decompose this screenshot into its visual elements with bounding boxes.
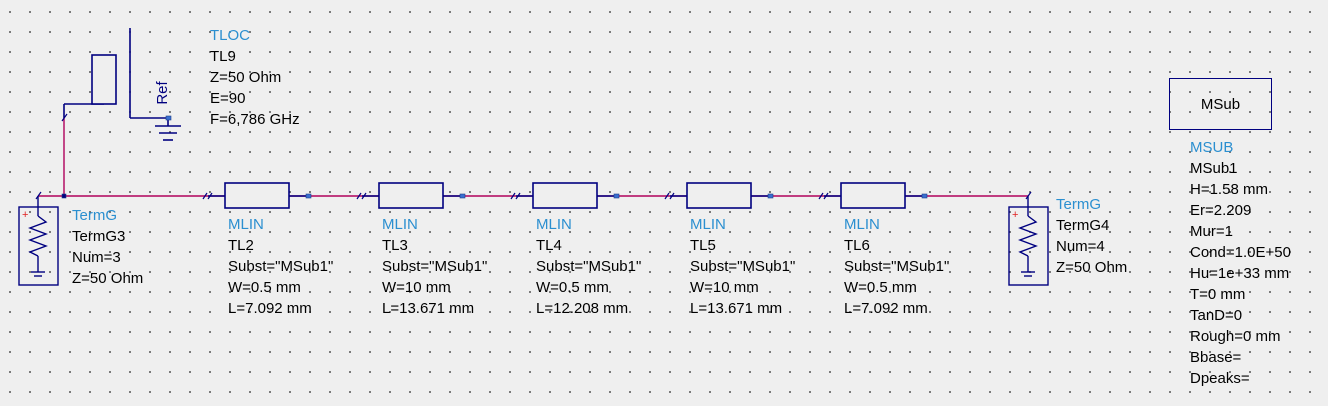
mlin-name: TL4 xyxy=(536,237,562,254)
mlin-name: TL6 xyxy=(844,237,870,254)
mlin-type: MLIN xyxy=(228,216,264,233)
termg4-properties[interactable]: TermG TermG4 Num=4 Z=50 Ohm xyxy=(1056,194,1127,278)
mlin-substrate: Subst="MSub1" xyxy=(690,258,796,275)
termg4-num: Num=4 xyxy=(1056,238,1105,255)
msub-name: MSub1 xyxy=(1190,160,1238,177)
tloc-name: TL9 xyxy=(210,48,236,65)
termg3-symbol[interactable] xyxy=(18,196,59,286)
mlin-length: L=13.671 mm xyxy=(690,300,783,317)
termg4-symbol[interactable] xyxy=(1008,196,1049,286)
mlin-substrate: Subst="MSub1" xyxy=(228,258,334,275)
termg3-plus: + xyxy=(22,209,28,221)
msub-permittivity: Er=2.209 xyxy=(1190,202,1252,219)
msub-height: H=1.58 mm xyxy=(1190,181,1268,198)
termg3-impedance: Z=50 Ohm xyxy=(72,270,144,287)
mlin-substrate: Subst="MSub1" xyxy=(382,258,488,275)
mlin-length: L=7.092 mm xyxy=(228,300,312,317)
msub-box-label: MSub xyxy=(1200,95,1241,113)
ref-label: Ref xyxy=(153,81,171,105)
mlin-tl3-properties[interactable]: MLIN TL3 Subst="MSub1" W=10 mm L=13.671 … xyxy=(382,214,487,319)
termg3-name: TermG3 xyxy=(72,228,126,245)
mlin-tl5[interactable] xyxy=(670,182,770,209)
msub-conductivity: Cond=1.0E+50 xyxy=(1190,244,1291,261)
mlin-substrate: Subst="MSub1" xyxy=(844,258,950,275)
msub-cover-height: Hu=1e+33 mm xyxy=(1190,265,1290,282)
mlin-width: W=0.5 mm xyxy=(844,279,917,296)
mlin-name: TL5 xyxy=(690,237,716,254)
mlin-length: L=7.092 mm xyxy=(844,300,928,317)
mlin-width: W=10 mm xyxy=(382,279,451,296)
mlin-tl2-properties[interactable]: MLIN TL2 Subst="MSub1" W=0.5 mm L=7.092 … xyxy=(228,214,333,319)
mlin-tl3[interactable] xyxy=(362,182,462,209)
msub-roughness: Rough=0 mm xyxy=(1190,328,1281,345)
msub-dpeaks: Dpeaks= xyxy=(1190,370,1250,387)
ports[interactable] xyxy=(61,115,928,199)
msub-loss-tangent: TanD=0 xyxy=(1190,307,1243,324)
mlin-width: W=0.5 mm xyxy=(228,279,301,296)
mlin-name: TL2 xyxy=(228,237,254,254)
msub-properties[interactable]: MSUB MSub1 H=1.58 mm Er=2.209 Mur=1 Cond… xyxy=(1190,137,1291,389)
termg3-num: Num=3 xyxy=(72,249,121,266)
mlin-type: MLIN xyxy=(844,216,880,233)
msub-type: MSUB xyxy=(1190,139,1234,156)
msub-component[interactable]: MSub xyxy=(1169,78,1272,130)
msub-bbase: Bbase= xyxy=(1190,349,1242,366)
mlin-length: L=12.208 mm xyxy=(536,300,629,317)
tloc-electrical-length: E=90 xyxy=(210,90,246,107)
tloc-frequency: F=6,786 GHz xyxy=(210,111,300,128)
tloc-component[interactable] xyxy=(63,28,181,141)
msub-thickness: T=0 mm xyxy=(1190,286,1246,303)
mlin-width: W=10 mm xyxy=(690,279,759,296)
termg3-type: TermG xyxy=(72,207,117,224)
termg4-plus: + xyxy=(1012,209,1018,221)
mlin-type: MLIN xyxy=(690,216,726,233)
termg4-name: TermG4 xyxy=(1056,217,1110,234)
termg4-type: TermG xyxy=(1056,196,1101,213)
mlin-tl6-properties[interactable]: MLIN TL6 Subst="MSub1" W=0.5 mm L=7.092 … xyxy=(844,214,949,319)
mlin-tl2[interactable] xyxy=(208,182,308,209)
termg3-properties[interactable]: TermG TermG3 Num=3 Z=50 Ohm xyxy=(72,205,143,289)
wire-joints xyxy=(35,113,1032,200)
mlin-tl6[interactable] xyxy=(824,182,924,209)
msub-permeability: Mur=1 xyxy=(1190,223,1233,240)
tloc-type: TLOC xyxy=(210,27,251,44)
mlin-name: TL3 xyxy=(382,237,408,254)
mlin-tl5-properties[interactable]: MLIN TL5 Subst="MSub1" W=10 mm L=13.671 … xyxy=(690,214,795,319)
mlin-type: MLIN xyxy=(382,216,418,233)
mlin-tl4[interactable] xyxy=(516,182,616,209)
mlin-type: MLIN xyxy=(536,216,572,233)
tloc-properties[interactable]: TLOC TL9 Z=50 Ohm E=90 F=6,786 GHz xyxy=(210,25,300,130)
mlin-tl4-properties[interactable]: MLIN TL4 Subst="MSub1" W=0.5 mm L=12.208… xyxy=(536,214,641,319)
tloc-impedance: Z=50 Ohm xyxy=(210,69,282,86)
mlin-length: L=13.671 mm xyxy=(382,300,475,317)
mlin-substrate: Subst="MSub1" xyxy=(536,258,642,275)
mlin-width: W=0.5 mm xyxy=(536,279,609,296)
termg4-impedance: Z=50 Ohm xyxy=(1056,259,1128,276)
